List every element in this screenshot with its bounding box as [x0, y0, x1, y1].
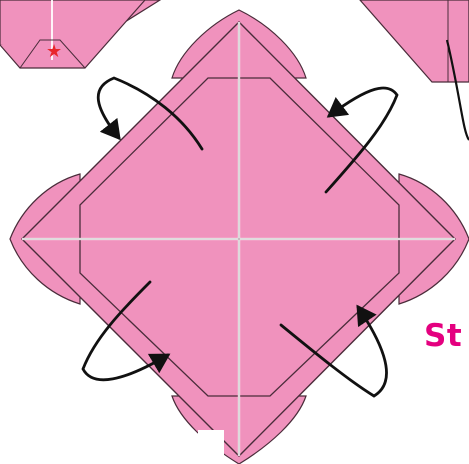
previous-step-fragment-left [0, 0, 160, 68]
main-origami-shape [10, 10, 469, 464]
red-star-icon: ★ [46, 41, 62, 62]
step-label: St [424, 321, 462, 352]
previous-step-fragment-right [360, 0, 469, 140]
white-block [198, 430, 224, 464]
